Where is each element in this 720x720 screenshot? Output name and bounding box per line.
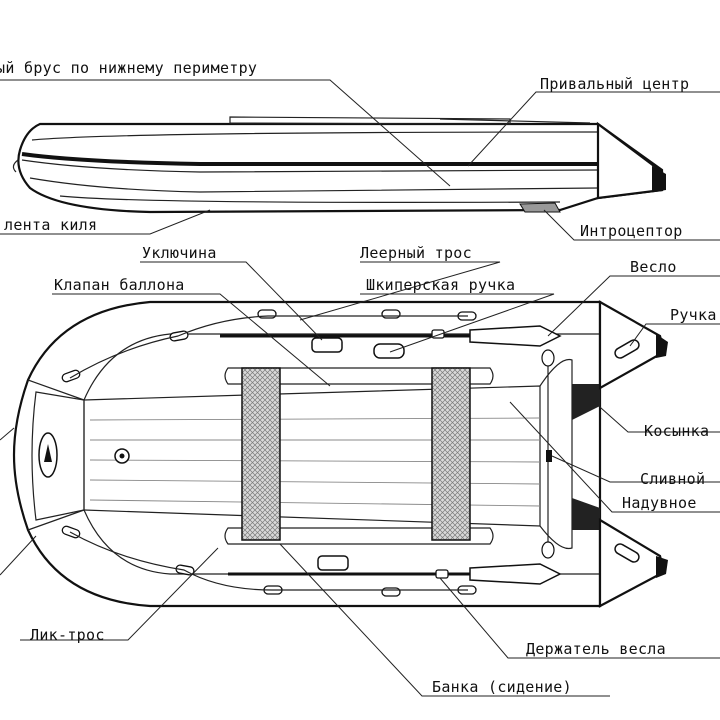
label-oar: Весло (630, 258, 677, 276)
label-lik-rope: Лик-трос (30, 626, 105, 644)
top-gusset-lower (572, 498, 600, 530)
side-cone-tip (652, 166, 666, 192)
label-safety-rope: Леерный трос (360, 244, 472, 262)
label-keel-tape: лента киля (4, 216, 97, 234)
leader-lines (0, 79, 720, 697)
top-keel-cap-bottom (541, 541, 555, 559)
top-cone-lower (598, 518, 666, 608)
side-tube-top (31, 131, 599, 141)
label-introceptor: Интроцептор (580, 222, 683, 240)
top-transom (31, 391, 85, 521)
side-strake-lower (21, 159, 599, 173)
top-cone-upper-tip (656, 334, 668, 358)
top-oar-holder-lower (435, 569, 449, 579)
top-gusset-upper (572, 384, 600, 420)
side-introceptor (519, 202, 561, 213)
label-handle: Ручка (670, 306, 717, 324)
top-handle-lower (614, 543, 640, 563)
bench-seat-2 (431, 367, 471, 541)
label-top-center: Привальный центр (540, 75, 689, 93)
top-seat-rail-upper (224, 367, 494, 385)
top-skipper-handle (373, 343, 405, 359)
top-safety-rope-upper (69, 315, 468, 379)
label-oarlock: Уключина (142, 244, 217, 262)
sail-logo-glyph (44, 444, 52, 462)
top-drain (546, 450, 552, 462)
side-strake (21, 152, 598, 166)
side-lower-band (29, 177, 599, 193)
top-stern-inner (539, 358, 573, 550)
labels: ый брус по нижнему периметру Привальный … (0, 59, 717, 696)
top-floor (83, 385, 541, 527)
top-hull-outer (12, 300, 602, 608)
side-view (12, 116, 666, 214)
label-gusset: Косынка (644, 422, 709, 440)
top-view (12, 300, 668, 608)
label-inflatable: Надувное (622, 494, 697, 512)
top-seat-rail-lower (224, 527, 494, 545)
label-skipper-handle: Шкиперская ручка (366, 276, 515, 294)
label-oar-holder: Держатель весла (526, 640, 666, 658)
label-valve: Клапан баллона (54, 276, 185, 294)
top-cone-lower-tip (656, 556, 668, 578)
top-safety-rope-lower (69, 531, 468, 591)
side-top-rail (229, 116, 511, 125)
bench-seat-1 (241, 367, 281, 541)
side-bow-nose (12, 159, 19, 173)
top-handle-upper (614, 339, 640, 359)
top-oarlock-lower (317, 555, 349, 571)
top-oarlock-upper (311, 337, 343, 353)
top-keel-cap-top (541, 349, 555, 367)
side-hull (17, 122, 664, 214)
side-keel-line (59, 195, 561, 203)
label-drain: Сливной (640, 470, 705, 488)
label-bench: Банка (сидение) (432, 678, 572, 696)
side-oar (439, 118, 591, 124)
top-bow-seams (27, 379, 85, 531)
label-top-bumper: ый брус по нижнему периметру (0, 59, 257, 77)
